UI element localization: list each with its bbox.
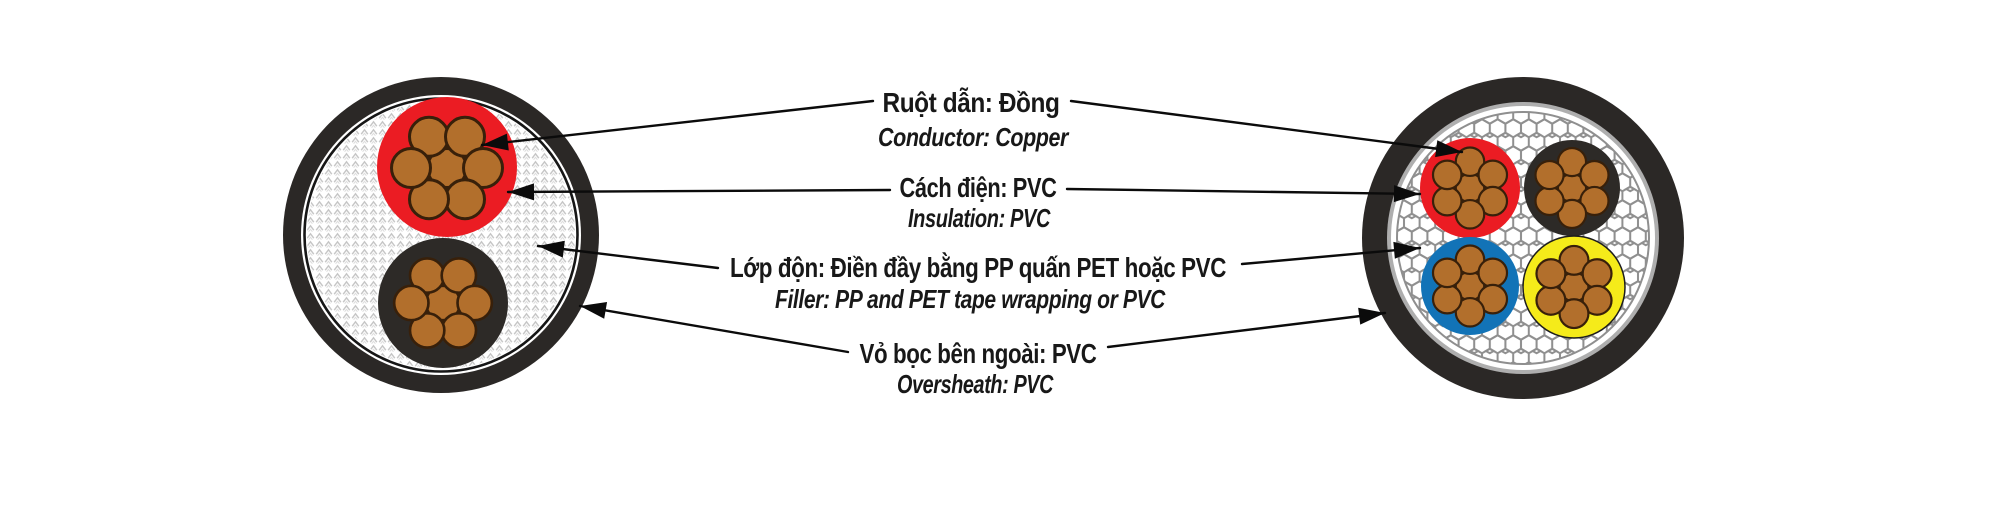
insulation-label-vn: Cách điện: PVC [900,172,1057,203]
conductor-line-left [480,99,875,147]
left-core-black [378,238,508,368]
filler-label-vn: Lớp độn: Điền đầy bằng PP quấn PET hoặc … [730,252,1226,283]
labels: Ruột dẫn: Đồng Conductor: Copper Cách đi… [730,87,1227,399]
oversheath-label-vn: Vỏ bọc bên ngoài: PVC [860,338,1097,369]
oversheath-line-right [1106,311,1387,349]
left-core-red [377,97,517,237]
oversheath-label-en: Oversheath: PVC [897,369,1054,399]
right-core-blue [1421,237,1519,335]
annotation-lines [480,99,1464,354]
conductor-label-vn: Ruột dẫn: Đồng [883,87,1060,118]
conductor-line-right [1069,99,1464,154]
insulation-line-left [506,188,892,194]
conductor-label-en: Conductor: Copper [878,122,1070,152]
right-core-red [1420,138,1520,238]
insulation-label-en: Insulation: PVC [908,203,1051,233]
filler-label-en: Filler: PP and PET tape wrapping or PVC [775,284,1166,314]
right-cable-cross-section [1362,77,1684,399]
right-filler [1396,111,1650,365]
left-cable-cross-section [283,77,599,393]
right-core-yellow [1522,235,1626,339]
filler-line-left [536,244,720,270]
insulation-line-right [1065,187,1422,196]
oversheath-line-left [578,304,850,354]
filler-line-right [1240,246,1422,266]
right-core-black [1524,140,1620,236]
